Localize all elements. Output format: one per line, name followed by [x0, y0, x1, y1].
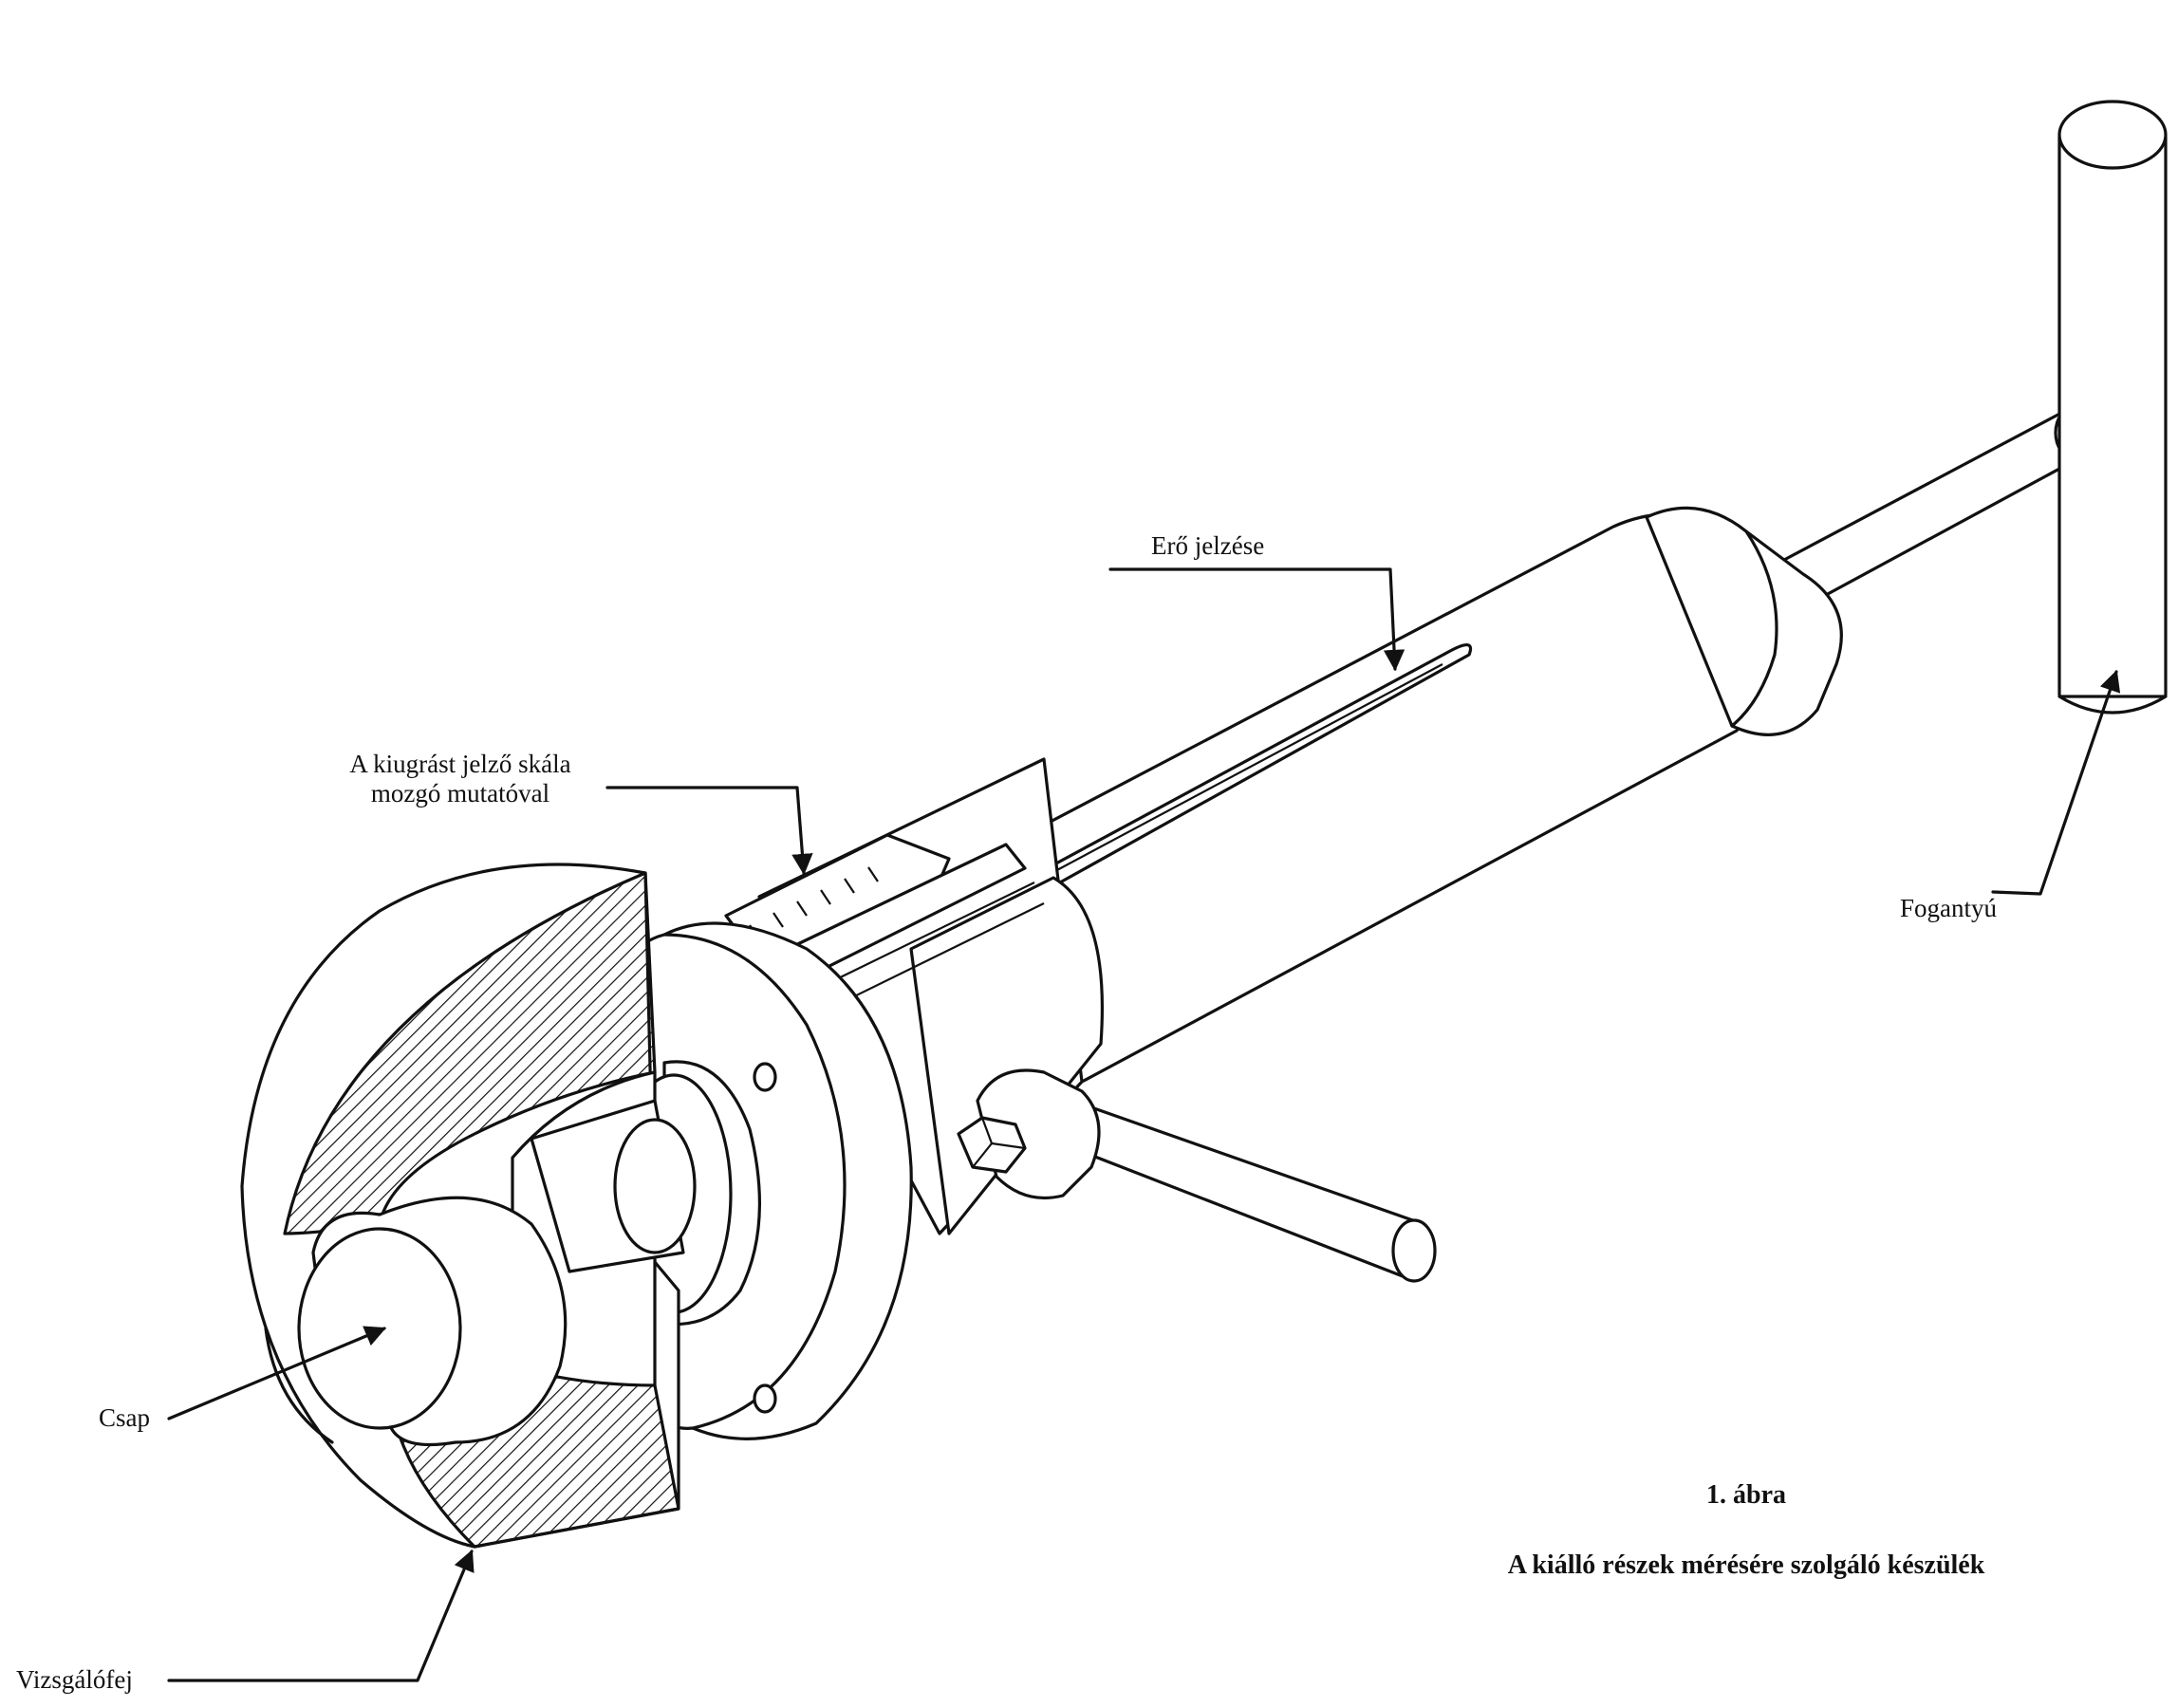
- label-pin: Csap: [99, 1403, 150, 1432]
- label-test-head: Vizsgálófej: [16, 1665, 133, 1694]
- flange-hole-top: [753, 1062, 777, 1092]
- label-force-indicator: Erő jelzése: [1151, 531, 1265, 560]
- test-head: [240, 863, 697, 1549]
- handle-grip-top: [2057, 100, 2168, 170]
- leader-pin: [167, 1326, 387, 1420]
- end-nut: [1645, 506, 1843, 736]
- lever-rod-end: [1391, 1218, 1437, 1283]
- leader-lines: [167, 567, 2121, 1682]
- label-handle: Fogantyú: [1900, 894, 1998, 922]
- label-scale-line2: mozgó mutatóval: [370, 779, 550, 808]
- leader-force: [1108, 567, 1405, 672]
- t-handle: [1782, 100, 2168, 715]
- label-scale: A kiugrást jelző skála mozgó mutatóval: [318, 750, 603, 808]
- pin-face: [297, 1227, 462, 1430]
- force-slot: [1028, 643, 1473, 899]
- flange-hole-bottom: [753, 1383, 777, 1414]
- leader-scale: [605, 786, 813, 876]
- leader-handle: [1991, 669, 2121, 896]
- cylinder-body: [1023, 512, 1768, 1084]
- lever-rod: [1047, 1099, 1425, 1278]
- label-scale-line1: A kiugrást jelző skála: [349, 750, 571, 778]
- main-cylinder: [1023, 506, 1843, 1084]
- figure-number: 1. ábra: [1706, 1480, 1786, 1510]
- handle-shaft: [1782, 408, 2086, 609]
- figure-title: A kiálló részek mérésére szolgáló készül…: [1507, 1550, 1985, 1580]
- handle-grip: [2057, 133, 2168, 698]
- leader-head: [167, 1549, 475, 1682]
- side-lever: [957, 1068, 1437, 1283]
